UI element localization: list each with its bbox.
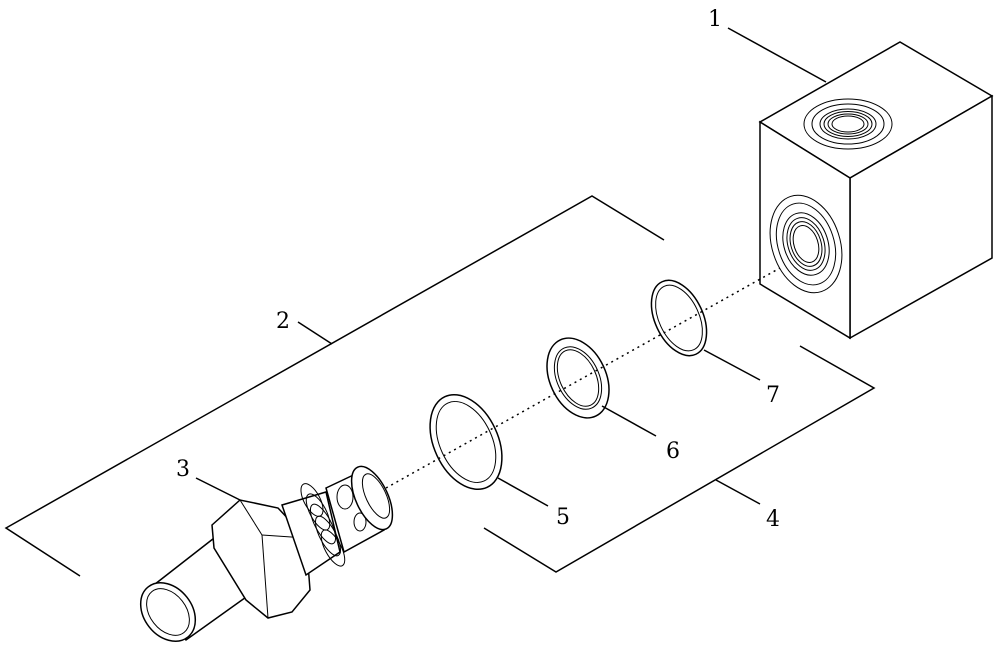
cartridge-valve bbox=[139, 465, 394, 642]
leader-line-3 bbox=[195, 477, 241, 501]
leader-line-6 bbox=[601, 405, 657, 437]
bracket-group-4 bbox=[483, 345, 876, 573]
callout-2: 2 bbox=[276, 309, 290, 334]
callout-6: 6 bbox=[666, 439, 680, 464]
leader-line-7 bbox=[703, 349, 761, 381]
thread-section bbox=[281, 483, 346, 577]
callout-7: 7 bbox=[766, 383, 780, 408]
callout-4: 4 bbox=[766, 507, 780, 532]
seal-ring-6 bbox=[546, 337, 610, 419]
leader-line-4 bbox=[715, 479, 761, 505]
bracket-group-2 bbox=[4, 195, 665, 577]
valve-body-block bbox=[758, 41, 994, 340]
seal-ring-5 bbox=[429, 393, 503, 491]
callout-1: 1 bbox=[708, 7, 722, 32]
leader-line-2 bbox=[297, 321, 333, 345]
seal-ring-7 bbox=[650, 279, 708, 357]
leader-line-1 bbox=[727, 27, 827, 83]
leader-line-5 bbox=[497, 477, 549, 507]
side-port bbox=[769, 194, 843, 294]
top-port bbox=[803, 98, 893, 150]
callout-3: 3 bbox=[176, 457, 190, 482]
callout-5: 5 bbox=[556, 505, 570, 530]
